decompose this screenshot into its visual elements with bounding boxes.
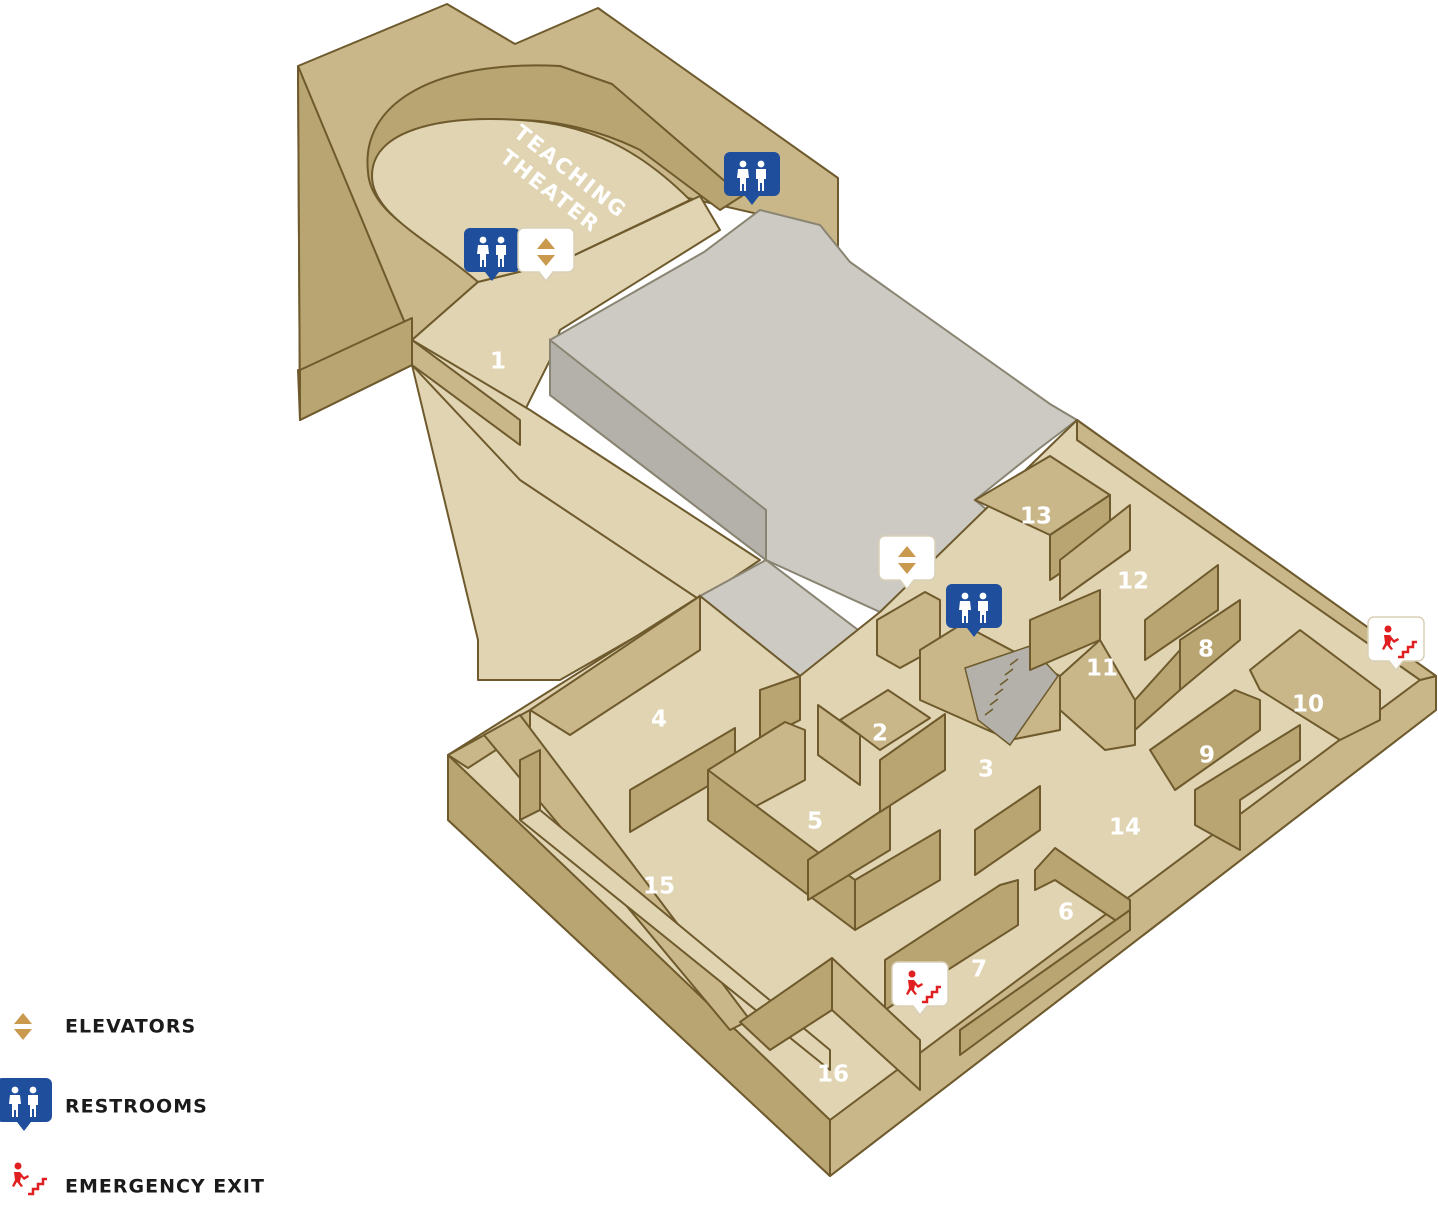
room-5[interactable]: 5 bbox=[807, 809, 823, 835]
room-12[interactable]: 12 bbox=[1117, 569, 1149, 595]
room-16[interactable]: 16 bbox=[817, 1062, 849, 1088]
room-14[interactable]: 14 bbox=[1109, 815, 1141, 841]
staircase bbox=[964, 645, 1059, 747]
legend-restrooms: RESTROOMS bbox=[0, 1078, 208, 1131]
room-15[interactable]: 15 bbox=[643, 874, 675, 900]
emergency-exit-icon bbox=[12, 1162, 47, 1196]
room-3[interactable]: 3 bbox=[978, 757, 994, 783]
restroom-icon bbox=[0, 1078, 52, 1131]
legend-restrooms-label: RESTROOMS bbox=[65, 1096, 208, 1118]
room-2[interactable]: 2 bbox=[872, 721, 888, 747]
legend-emergency-exit: EMERGENCY EXIT bbox=[12, 1162, 265, 1198]
room-6[interactable]: 6 bbox=[1058, 900, 1074, 926]
room-9[interactable]: 9 bbox=[1199, 743, 1215, 769]
room-7[interactable]: 7 bbox=[971, 957, 987, 983]
legend-emergency-exit-label: EMERGENCY EXIT bbox=[65, 1176, 265, 1198]
legend-elevators-label: ELEVATORS bbox=[65, 1016, 196, 1038]
room-11[interactable]: 11 bbox=[1086, 656, 1118, 682]
legend-elevators: ELEVATORS bbox=[14, 1013, 196, 1040]
room-1[interactable]: 1 bbox=[490, 349, 506, 375]
elevator-icon bbox=[14, 1013, 32, 1024]
room-8[interactable]: 8 bbox=[1198, 637, 1214, 663]
legend: ELEVATORS RESTROOMS EMERGENCY EXIT bbox=[0, 1013, 265, 1198]
room-labels: 1 2 3 4 5 6 7 8 9 10 11 12 13 14 15 16 bbox=[490, 349, 1324, 1088]
room-10[interactable]: 10 bbox=[1292, 692, 1324, 718]
room-4[interactable]: 4 bbox=[651, 707, 667, 733]
room-13[interactable]: 13 bbox=[1020, 504, 1052, 530]
